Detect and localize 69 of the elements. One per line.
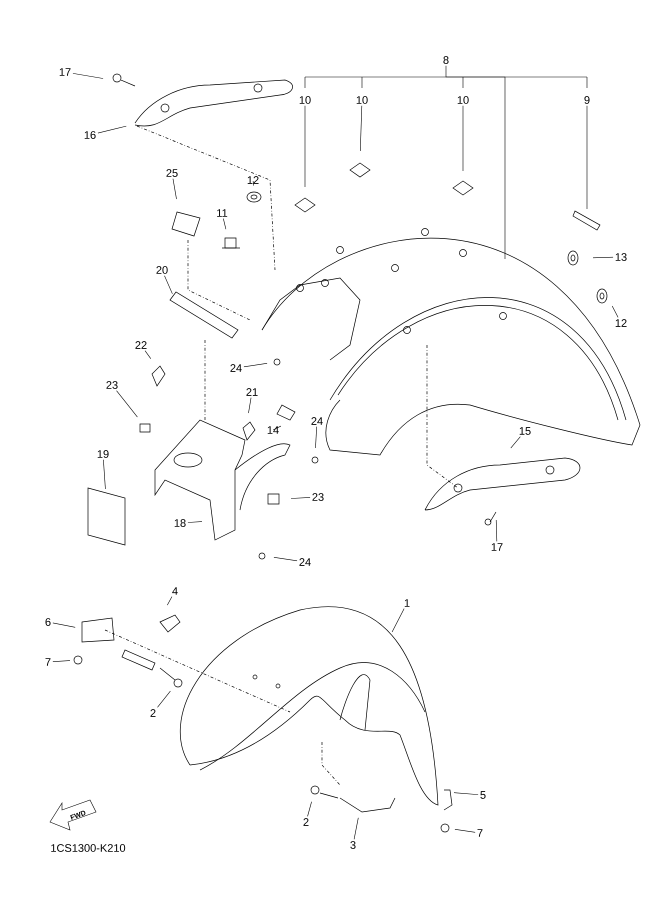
- callout-number: 3: [350, 841, 356, 849]
- leader-line: [244, 363, 268, 368]
- leader-line: [392, 608, 404, 632]
- leader-line: [172, 178, 177, 200]
- callout-number: 25: [166, 169, 178, 177]
- callout-number: 10: [300, 96, 311, 104]
- leader-line: [144, 350, 152, 359]
- leader-line: [446, 65, 506, 260]
- leader-line: [274, 557, 298, 562]
- leader-line: [290, 497, 310, 499]
- callout-number: 19: [98, 450, 109, 458]
- leader-line: [454, 829, 476, 833]
- callout-number: 6: [46, 618, 51, 626]
- leader-line: [360, 105, 362, 152]
- callout-number: 24: [311, 417, 323, 425]
- leader-line: [510, 436, 521, 448]
- callout-number: 24: [230, 364, 242, 372]
- part-code: 1CS1300-K210: [51, 844, 126, 852]
- callout-number: 13: [616, 253, 627, 261]
- leader-line: [103, 459, 106, 490]
- leader-line: [72, 73, 104, 79]
- callout-number: 7: [478, 829, 482, 837]
- callout-number: 18: [174, 519, 186, 527]
- leader-line: [116, 390, 138, 418]
- callout-number: 9: [584, 96, 590, 104]
- callout-number: 11: [217, 209, 228, 217]
- leader-line: [248, 397, 252, 414]
- leader-line: [592, 256, 614, 258]
- leader-line: [454, 792, 478, 795]
- callout-number: 5: [480, 791, 486, 799]
- callout-number: 2: [150, 709, 156, 717]
- callout-number: 23: [106, 381, 118, 389]
- callout-number: 22: [135, 341, 147, 349]
- callout-number: 7: [46, 658, 50, 666]
- callout-number: 20: [156, 266, 168, 274]
- callout-number: 14: [268, 426, 279, 434]
- leader-line: [307, 801, 312, 817]
- leader-line: [52, 622, 76, 628]
- leader-line: [272, 426, 282, 430]
- callout-number: 17: [492, 543, 503, 551]
- callout-number: 10: [356, 96, 368, 104]
- callout-number: 10: [458, 96, 469, 104]
- leader-line: [496, 520, 498, 542]
- leader-line: [315, 426, 317, 448]
- leader-line: [462, 105, 464, 172]
- callout-number: 16: [84, 131, 96, 139]
- callout-number: 23: [312, 493, 324, 501]
- callout-number: 12: [616, 319, 627, 327]
- callout-number: 4: [172, 587, 178, 595]
- leader-line: [188, 521, 202, 523]
- callout-number: 12: [248, 176, 259, 184]
- leader-line: [304, 105, 306, 188]
- leader-line: [98, 126, 127, 134]
- leader-line: [167, 596, 172, 606]
- leader-line: [586, 105, 588, 210]
- leader-line: [612, 306, 618, 318]
- callout-number: 15: [520, 427, 531, 435]
- leader-line: [157, 690, 171, 708]
- leader-line: [52, 660, 70, 662]
- leader-line: [223, 218, 226, 230]
- leader-line: [252, 180, 254, 186]
- callout-number: 21: [246, 388, 258, 396]
- callout-number: 1: [404, 599, 410, 607]
- callout-number: 2: [303, 818, 308, 826]
- callout-number: 24: [299, 558, 311, 566]
- leader-line: [164, 275, 173, 294]
- callout-number: 17: [60, 68, 71, 76]
- leader-line: [354, 818, 359, 840]
- callout-number: 8: [443, 56, 449, 64]
